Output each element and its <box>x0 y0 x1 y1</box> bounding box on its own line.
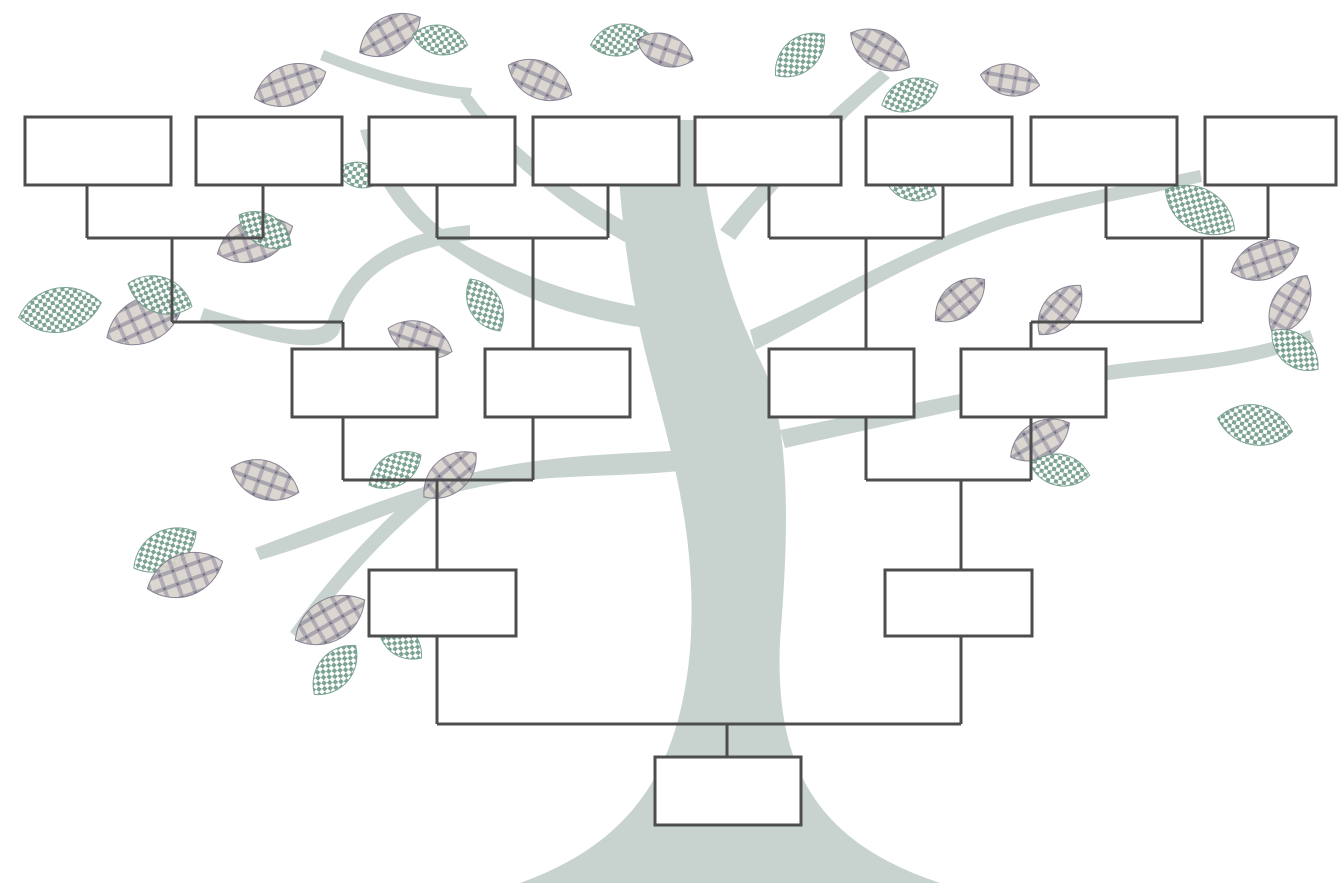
person-box-great-grandparents-3[interactable] <box>367 115 517 187</box>
person-box-frame <box>531 115 681 187</box>
person-box-parents-1[interactable] <box>367 568 518 638</box>
leaf-icon <box>1268 275 1312 335</box>
leaf-icon <box>359 12 421 58</box>
person-box-frame <box>483 347 632 419</box>
leaf-icon <box>850 28 910 72</box>
person-box-parents-2[interactable] <box>883 568 1034 638</box>
branch-left-lower <box>255 450 690 560</box>
leaf-icon <box>1029 453 1091 487</box>
person-box-grandparents-4[interactable] <box>959 347 1108 419</box>
person-box-great-grandparents-1[interactable] <box>23 115 173 187</box>
person-box-root-1[interactable] <box>653 755 803 827</box>
person-box-frame <box>767 347 916 419</box>
branch-left-mid <box>360 128 660 330</box>
leaf-icon <box>1216 404 1294 446</box>
leaf-icon <box>1037 284 1083 336</box>
person-box-frame <box>23 115 173 187</box>
person-box-grandparents-2[interactable] <box>483 347 632 419</box>
leaf-icon <box>881 77 939 113</box>
person-box-frame <box>693 115 843 187</box>
leaf-icon <box>294 595 366 645</box>
person-box-grandparents-1[interactable] <box>290 347 439 419</box>
leaves-group <box>18 12 1319 696</box>
person-box-great-grandparents-4[interactable] <box>531 115 681 187</box>
person-box-frame <box>959 347 1108 419</box>
branch-top-left <box>320 50 472 100</box>
leaf-icon <box>1010 418 1070 462</box>
leaf-icon <box>934 277 986 323</box>
person-box-frame <box>367 568 518 638</box>
person-box-great-grandparents-2[interactable] <box>194 115 344 187</box>
person-box-great-grandparents-5[interactable] <box>693 115 843 187</box>
leaf-icon <box>312 644 358 696</box>
person-box-grandparents-3[interactable] <box>767 347 916 419</box>
person-box-frame <box>1203 115 1338 187</box>
person-box-great-grandparents-8[interactable] <box>1203 115 1338 187</box>
leaf-icon <box>466 278 504 332</box>
leaf-icon <box>127 275 193 315</box>
branch-right-mid <box>750 170 1202 350</box>
branch-left-far <box>200 225 470 346</box>
person-box-frame <box>653 755 803 827</box>
person-box-frame <box>290 347 439 419</box>
person-boxes <box>23 115 1338 827</box>
person-box-frame <box>194 115 344 187</box>
branch-left-upper <box>460 96 645 250</box>
leaf-icon <box>1271 329 1319 371</box>
connector-lines <box>85 185 1270 757</box>
leaf-icon <box>774 32 826 78</box>
person-box-frame <box>883 568 1034 638</box>
leaf-icon <box>230 459 300 501</box>
person-box-frame <box>1029 115 1179 187</box>
person-box-frame <box>864 115 1014 187</box>
leaf-icon <box>1230 239 1300 281</box>
leaf-icon <box>411 24 469 56</box>
leaf-icon <box>979 63 1041 97</box>
person-box-great-grandparents-6[interactable] <box>864 115 1014 187</box>
leaf-icon <box>636 32 694 68</box>
leaf-icon <box>18 287 102 333</box>
person-box-frame <box>367 115 517 187</box>
leaf-icon <box>253 63 327 107</box>
leaf-icon <box>1164 185 1236 235</box>
leaf-icon <box>146 552 224 598</box>
trunk <box>520 120 940 883</box>
person-box-great-grandparents-7[interactable] <box>1029 115 1179 187</box>
leaf-icon <box>507 58 573 102</box>
